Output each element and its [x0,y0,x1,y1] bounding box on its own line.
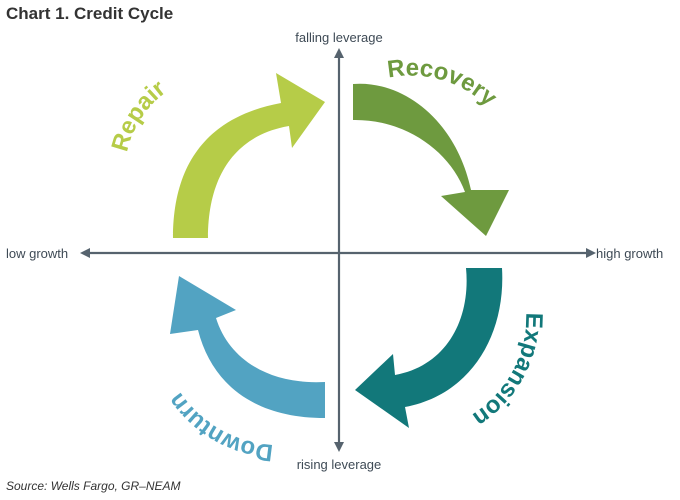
axis-label-top: falling leverage [295,30,382,45]
axis-label-left: low growth [6,246,68,261]
axis-label-right: high growth [596,246,663,261]
chart-title: Chart 1. Credit Cycle [6,4,173,24]
downturn-arrow [170,276,325,418]
chart-number: Chart 1. [6,4,70,23]
chart-title-text: Credit Cycle [74,4,174,23]
phase-label-repair: Repair [107,75,171,154]
repair-arrow [173,73,325,238]
source-note: Source: Wells Fargo, GR–NEAM [6,479,181,493]
axis-label-bottom: rising leverage [297,457,382,472]
expansion-arrow [355,268,503,428]
recovery-arrow [353,83,509,236]
